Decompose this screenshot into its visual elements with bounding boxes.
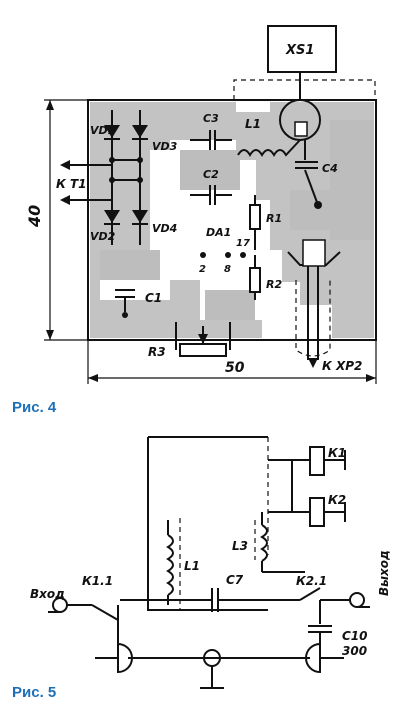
label-c2: C2 <box>203 168 219 181</box>
label-c3: C3 <box>203 112 219 125</box>
label-k2: К2 <box>328 493 346 507</box>
pad-top <box>279 99 321 141</box>
label-r3: R3 <box>148 345 166 359</box>
label-k11: К1.1 <box>82 574 113 588</box>
inductor-l3 <box>260 524 268 562</box>
label-pin-8: 8 <box>224 264 231 275</box>
dimension-lines <box>44 99 377 384</box>
label-c4: C4 <box>322 162 338 175</box>
label-dim-height: 40 <box>25 205 44 228</box>
caption-fig5: Рис. 5 <box>12 684 56 701</box>
label-input: Вход <box>30 587 65 601</box>
caption-fig4: Рис. 4 <box>12 399 57 416</box>
label-r2: R2 <box>266 278 282 291</box>
label-xp2: К XP2 <box>322 359 362 373</box>
inductor-l1-fig5 <box>166 534 174 596</box>
label-kt1: К Т1 <box>56 177 87 191</box>
output-terminal <box>299 587 370 608</box>
label-dim-width: 50 <box>225 360 245 376</box>
relay-k1 <box>268 446 346 476</box>
connector-xs1 <box>267 25 337 73</box>
capacitor-c10 <box>308 600 332 645</box>
capacitor-c7 <box>120 588 300 612</box>
label-l1-fig5: L1 <box>184 559 200 573</box>
capacitor-c3 <box>190 130 232 150</box>
diodes-vd <box>104 110 148 245</box>
label-pin-2: 2 <box>199 264 206 275</box>
connector-xp2 <box>287 239 341 368</box>
label-l1: L1 <box>245 117 261 131</box>
label-vd1: VD1 <box>90 124 115 137</box>
label-vd3: VD3 <box>152 140 178 153</box>
label-c10-value: 300 <box>342 644 367 658</box>
capacitor-c2 <box>190 185 232 205</box>
label-c7: C7 <box>226 573 244 587</box>
label-vd2: VD2 <box>90 230 116 243</box>
capacitor-c1 <box>115 289 135 318</box>
da1-pins <box>200 252 246 258</box>
kt1-arrows <box>60 160 112 205</box>
label-pin-17: 17 <box>236 238 250 249</box>
label-xs1: XS1 <box>285 43 314 58</box>
resistor-r1 <box>249 195 261 250</box>
label-k21: К2.1 <box>296 574 327 588</box>
label-c1: C1 <box>145 291 162 305</box>
label-r1: R1 <box>266 212 282 225</box>
label-c10: C10 <box>342 629 368 643</box>
inductor-l1 <box>237 139 301 157</box>
resistor-r3 <box>175 322 231 357</box>
ground-pads <box>95 640 344 689</box>
label-l3: L3 <box>232 539 248 553</box>
figure-4-board: XS1 40 50 К Т1 К XP2 VD1 VD3 VD2 VD4 C3 … <box>25 25 377 384</box>
label-vd4: VD4 <box>152 222 177 235</box>
resistor-r2 <box>249 255 261 300</box>
label-da1: DA1 <box>206 226 231 239</box>
input-terminal <box>48 597 119 640</box>
capacitor-c4 <box>295 140 322 209</box>
label-k1: К1 <box>328 446 346 460</box>
figure-5-circuit <box>48 436 370 689</box>
relay-k2 <box>268 460 346 527</box>
label-output: Выход <box>377 550 391 596</box>
